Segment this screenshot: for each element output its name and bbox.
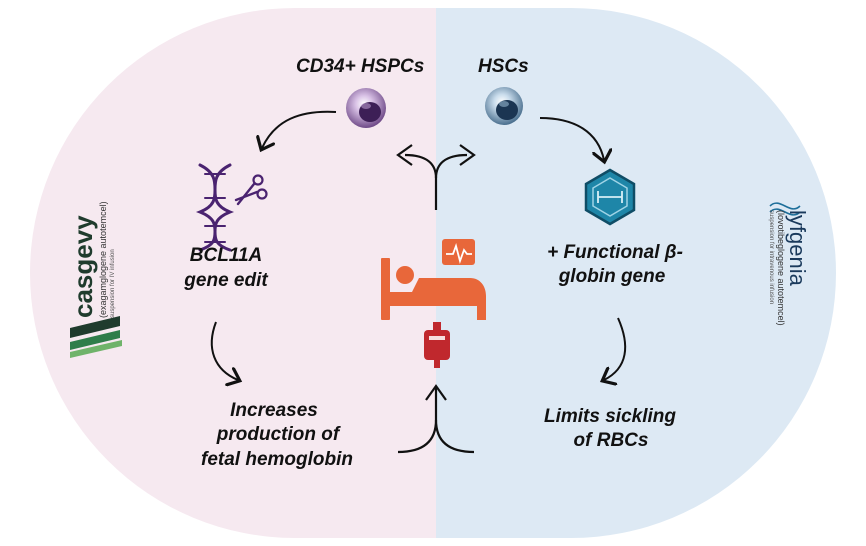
right-cell-label: HSCs — [478, 56, 529, 77]
left-outcome-line3: fetal hemoglobin — [201, 449, 353, 470]
fork-arrow-converging — [397, 384, 475, 454]
arrow-cell-to-dna — [262, 110, 337, 148]
left-cell-label: CD34+ HSPCs — [296, 56, 425, 77]
arrow-cell-to-gene — [539, 117, 604, 160]
gene-label-line2: globin gene — [558, 266, 666, 287]
left-outcome-line2: production of — [216, 424, 340, 445]
fork-arrow-diverging — [396, 144, 476, 210]
heart-monitor-icon — [442, 239, 475, 265]
iv-blood-bag-icon — [424, 322, 450, 368]
background-pill — [30, 8, 836, 538]
lyfgenia-generic-name: (lovotibeglogene autotemcel) — [776, 210, 786, 326]
blue-stem-cell-icon — [485, 87, 523, 125]
right-outcome-line1: Limits sickling — [544, 406, 676, 427]
arrow-gene-to-outcome — [604, 317, 627, 380]
lyfgenia-sub-text: suspension for intravenous infusion — [768, 210, 774, 305]
casgevy-brand-name: casgevy — [68, 215, 98, 318]
casgevy-logo-mark — [70, 316, 122, 358]
hexagon-gene-icon — [584, 168, 636, 226]
edit-label-line1: BCL11A — [189, 245, 263, 266]
right-outcome-line2: of RBCs — [573, 430, 649, 451]
patient-in-bed-icon — [381, 258, 486, 320]
lyfgenia-logo-mark — [769, 202, 801, 216]
left-outcome-line1: Increases — [230, 400, 318, 421]
edit-label-line2: gene edit — [184, 270, 268, 291]
casgevy-generic-name: (exagamglogene autotemcel) — [98, 201, 108, 318]
dna-scissors-icon — [195, 163, 268, 252]
casgevy-sub-text: suspension for IV infusion — [110, 249, 116, 318]
gene-label-line1: + Functional β- — [547, 242, 683, 263]
purple-stem-cell-icon — [346, 88, 386, 128]
lyfgenia-brand-name: lyfgenia — [785, 210, 810, 286]
arrow-edit-to-outcome — [210, 321, 238, 380]
